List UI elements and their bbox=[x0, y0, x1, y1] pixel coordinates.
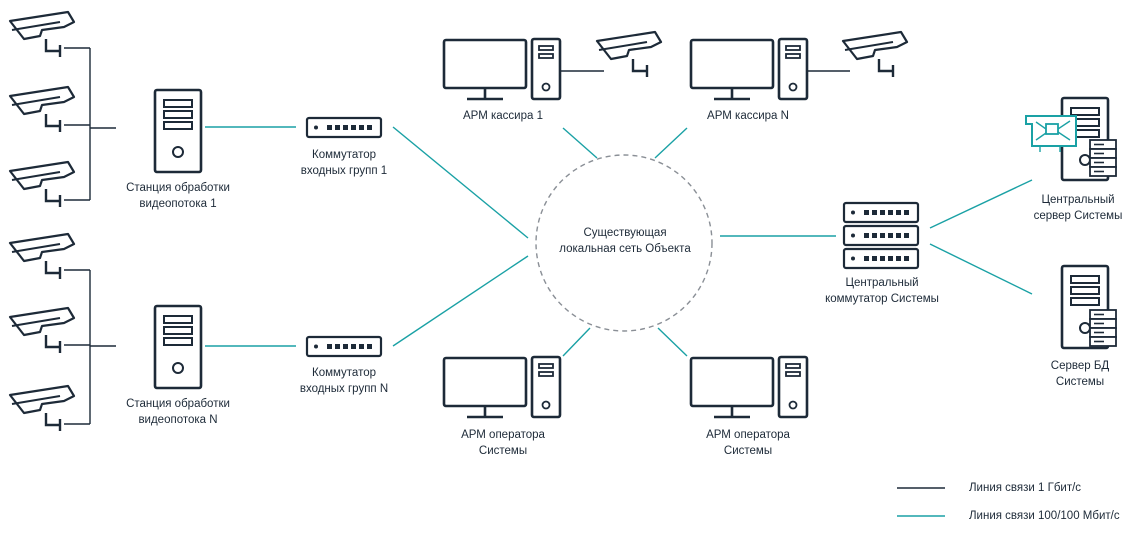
camera-icon bbox=[841, 30, 909, 79]
camera-icon bbox=[8, 306, 76, 355]
switch-label-1: Коммутатор входных групп 1 bbox=[300, 149, 388, 177]
station-label-1: Станция обработки видеопотока 1 bbox=[126, 182, 230, 210]
central-switch-label: Центральный коммутатор Системы bbox=[825, 277, 939, 305]
existing-network-circle bbox=[535, 154, 713, 332]
central-server-icon bbox=[1025, 96, 1117, 182]
legend-fast-label: Линия связи 100/100 Мбит/с bbox=[969, 510, 1120, 522]
fast-links bbox=[205, 126, 1033, 357]
workstation-icon bbox=[689, 355, 809, 419]
workstation-icon bbox=[442, 37, 562, 101]
switch-label-n: Коммутатор входных групп N bbox=[299, 367, 389, 395]
workstation-label-cashier-n: АРМ кассира N bbox=[707, 110, 789, 122]
camera-icon bbox=[595, 30, 663, 79]
workstation-label-operator-2: АРМ оператора Системы bbox=[706, 429, 790, 457]
network-label: Существующая локальная сеть Объекта bbox=[559, 227, 691, 255]
server-tower-icon bbox=[153, 304, 203, 390]
station-label-n: Станция обработки видеопотока N bbox=[126, 398, 230, 426]
legend-gigabit-label: Линия связи 1 Гбит/с bbox=[969, 482, 1082, 494]
server-tower-icon bbox=[153, 88, 203, 174]
camera-bus-group-1 bbox=[64, 47, 116, 201]
switch-icon bbox=[305, 335, 383, 358]
db-server-label: Сервер БД Системы bbox=[1050, 360, 1110, 388]
camera-icon bbox=[8, 232, 76, 281]
workstation-icon bbox=[689, 37, 809, 101]
central-switch-icon bbox=[842, 201, 920, 270]
circuit-board-icon bbox=[1025, 115, 1077, 152]
camera-bus-group-n bbox=[64, 269, 116, 425]
db-server-icon bbox=[1060, 264, 1117, 350]
central-server-label: Центральный сервер Системы bbox=[1033, 194, 1123, 222]
camera-icon bbox=[8, 10, 76, 59]
workstation-label-cashier-1: АРМ кассира 1 bbox=[463, 110, 543, 122]
switch-icon bbox=[305, 116, 383, 139]
workstation-icon bbox=[442, 355, 562, 419]
workstation-label-operator-1: АРМ оператора Системы bbox=[461, 429, 545, 457]
